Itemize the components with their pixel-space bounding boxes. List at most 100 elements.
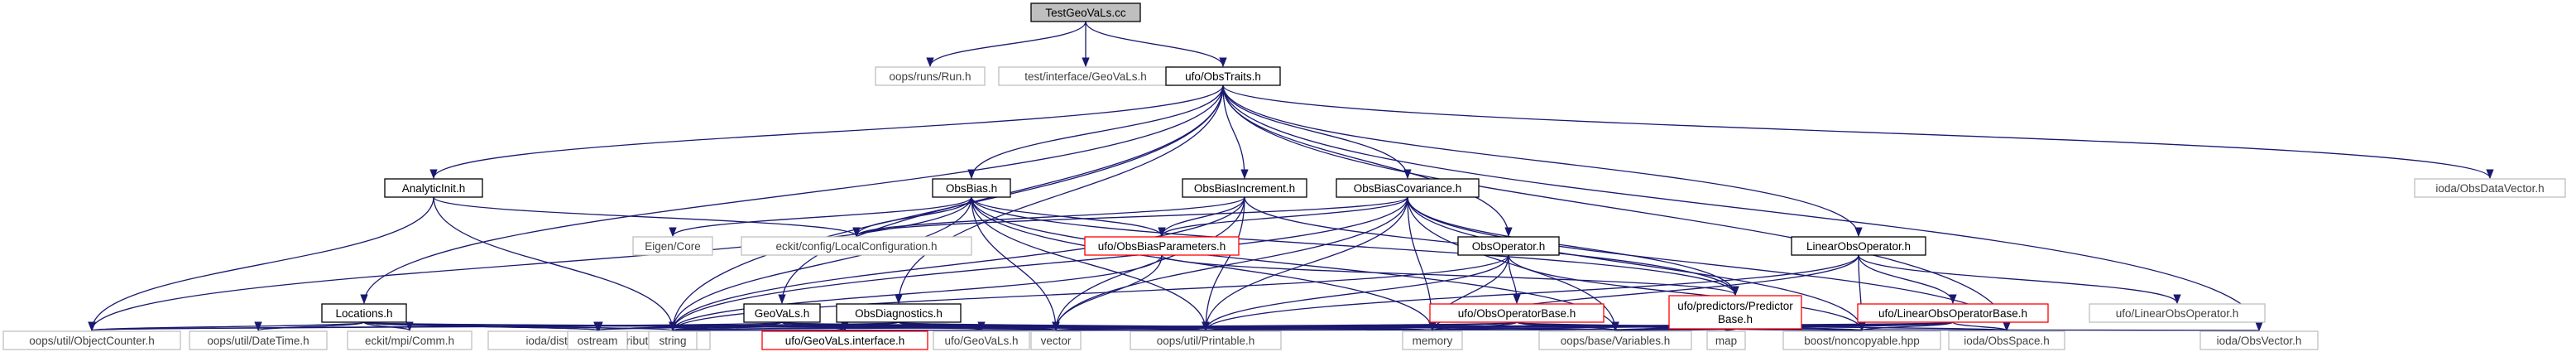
node-box (648, 330, 698, 350)
node-label-line: ufo/GeoVaLs.interface.h (785, 335, 905, 347)
node-box (741, 236, 972, 256)
node-label: map (1715, 335, 1737, 347)
node-obsbiascov[interactable]: ObsBiasCovariance.h (1336, 178, 1480, 198)
node-label-line: Locations.h (335, 307, 392, 320)
node-box (1030, 2, 1141, 22)
node-ufolinearobsop: ufo/LinearObsOperator.h (2089, 303, 2266, 323)
edge-obsbias-to-predictor (971, 196, 1739, 297)
node-label-line: eckit/config/LocalConfiguration.h (775, 240, 937, 253)
node-box (875, 66, 986, 86)
node-box (347, 330, 473, 350)
node-label-line: ufo/ObsOperatorBase.h (1458, 307, 1576, 320)
edge-linearobsop-to-ufolinearobsop (1858, 254, 2181, 305)
node-label: ufo/GeoVaLs.h (944, 335, 1018, 347)
edge-obstraits-to-locations (360, 84, 1224, 305)
node-box (1457, 236, 1560, 256)
node-obsdiagnostics[interactable]: ObsDiagnostics.h (836, 303, 962, 323)
node-box (1084, 236, 1240, 256)
node-label: ufo/GeoVaLs.interface.h (785, 335, 905, 347)
node-label: Locations.h (335, 307, 392, 320)
node-label-line: ObsDiagnostics.h (855, 307, 943, 320)
node-label: ioda/ObsSpace.h (1964, 335, 2050, 347)
edge-obsbiascov-to-variables (1407, 196, 1619, 332)
node-box (632, 236, 713, 256)
node-label-line: GeoVaLs.h (755, 307, 810, 320)
node-box (1429, 303, 1605, 323)
node-box (836, 303, 962, 323)
edge-geovals-to-objectcounter (89, 321, 783, 332)
node-eigen: Eigen/Core (632, 236, 713, 256)
node-label: oops/util/DateTime.h (207, 335, 309, 347)
node-box (1182, 178, 1307, 198)
node-label-line: ostream (578, 335, 618, 347)
edge-obstraits-to-analyticinit (429, 84, 1224, 180)
node-label: ioda/ObsVector.h (2217, 335, 2302, 347)
node-root[interactable]: TestGeoVaLs.cc (1030, 2, 1141, 22)
node-label-line: ObsOperator.h (1472, 240, 1546, 253)
node-box (1782, 330, 1941, 350)
edge-obsoperator-to-obsopbase (1508, 254, 1521, 305)
node-box (1791, 236, 1926, 256)
node-tgeovals: test/interface/GeoVaLs.h (998, 66, 1173, 86)
node-box (189, 330, 328, 350)
edge-obsbiasparams-to-vector (1052, 254, 1163, 332)
node-label: ufo/LinearObsOperator.h (2116, 307, 2239, 320)
node-label-line: AnalyticInit.h (402, 182, 466, 195)
node-label: oops/util/Printable.h (1157, 335, 1255, 347)
node-box (1402, 330, 1463, 350)
node-locations[interactable]: Locations.h (321, 303, 407, 323)
node-box (2199, 330, 2319, 350)
node-geovalsinterface[interactable]: ufo/GeoVaLs.interface.h (761, 330, 928, 350)
edge-obsbias-to-eigen (669, 196, 972, 238)
edge-obstraits-to-linearobsop (1222, 84, 1863, 238)
edge-locations-to-objectcounter (89, 321, 365, 332)
node-label-line: ufo/GeoVaLs.h (944, 335, 1018, 347)
node-geovals[interactable]: GeoVaLs.h (743, 303, 821, 323)
edge-obsbiasinc-to-vector (1052, 196, 1245, 332)
edge-obstraits-to-obsdatavector (1222, 84, 2494, 180)
edge-obstraits-to-obsbiasinc (1222, 84, 1249, 180)
node-label: eckit/config/LocalConfiguration.h (775, 240, 937, 253)
node-obsbias[interactable]: ObsBias.h (932, 178, 1011, 198)
node-datetime: oops/util/DateTime.h (189, 330, 328, 350)
edge-obsbiascov-to-noncopyable (1407, 196, 1866, 332)
node-ostream: ostream (567, 330, 628, 350)
node-analyticinit[interactable]: AnalyticInit.h (384, 178, 483, 198)
node-box (1706, 330, 1746, 350)
node-obsopbase[interactable]: ufo/ObsOperatorBase.h (1429, 303, 1605, 323)
edge-locations-to-datetime (254, 321, 365, 332)
node-obstraits[interactable]: ufo/ObsTraits.h (1165, 66, 1281, 86)
node-label: Eigen/Core (645, 240, 701, 253)
node-label-line: ioda/ObsVector.h (2217, 335, 2302, 347)
node-label-line: ObsBias.h (946, 182, 997, 195)
node-linearobsop[interactable]: LinearObsOperator.h (1791, 236, 1926, 256)
node-box (1857, 303, 2049, 323)
edge-obsbias-to-eckit (852, 196, 972, 238)
node-box (2089, 303, 2266, 323)
node-label-line: ufo/ObsBiasParameters.h (1098, 240, 1226, 253)
edge-obsbiascov-to-eckit (852, 196, 1408, 238)
edge-obsbiascov-to-printable (1202, 196, 1408, 332)
node-label-line: LinearObsOperator.h (1806, 240, 1911, 253)
edge-obstraits-to-obsdiagnostics (895, 84, 1224, 305)
edge-linearobsopbase-to-string (671, 321, 1954, 332)
node-string: string (648, 330, 698, 350)
edge-root-to-run (926, 21, 1087, 68)
node-label-line: ufo/ObsTraits.h (1185, 70, 1261, 83)
node-label: ufo/ObsBiasParameters.h (1098, 240, 1226, 253)
node-box (2, 330, 181, 350)
node-ufogeovals: ufo/GeoVaLs.h (933, 330, 1030, 350)
node-memory: memory (1402, 330, 1463, 350)
node-obsbiasinc[interactable]: ObsBiasIncrement.h (1182, 178, 1307, 198)
node-linearobsopbase[interactable]: ufo/LinearObsOperatorBase.h (1857, 303, 2049, 323)
node-obsoperator[interactable]: ObsOperator.h (1457, 236, 1560, 256)
node-label: ufo/ObsOperatorBase.h (1458, 307, 1576, 320)
node-obsbiasparams[interactable]: ufo/ObsBiasParameters.h (1084, 236, 1240, 256)
node-box (1165, 66, 1281, 86)
node-objectcounter: oops/util/ObjectCounter.h (2, 330, 181, 350)
node-label-line: ioda/ObsDataVector.h (2435, 182, 2544, 195)
node-comm: eckit/mpi/Comm.h (347, 330, 473, 350)
